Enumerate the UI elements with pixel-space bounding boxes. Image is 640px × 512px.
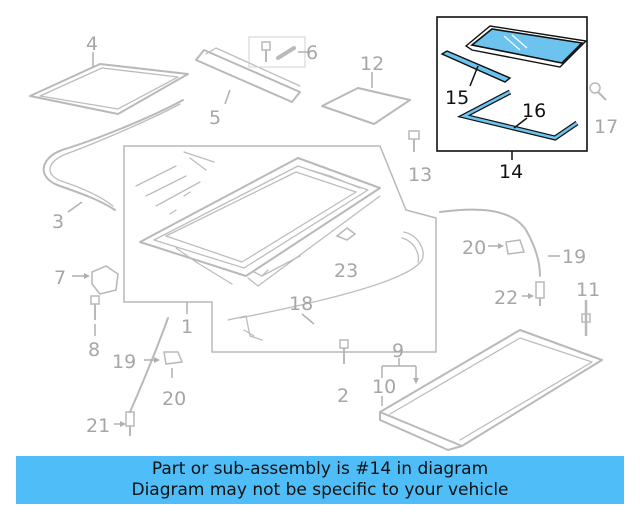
part-8-bolt bbox=[90, 295, 100, 320]
part-13-clip bbox=[408, 130, 420, 152]
part-20-clip-left bbox=[163, 351, 184, 365]
part-3-weatherstrip bbox=[42, 99, 184, 211]
assembly-boundary bbox=[123, 145, 437, 353]
banner-line-2: Diagram may not be specific to your vehi… bbox=[131, 480, 509, 500]
part-17-screw bbox=[589, 82, 607, 101]
callout-2: 2 bbox=[337, 385, 349, 407]
part-1-small-brackets bbox=[135, 151, 215, 215]
callout-3: 3 bbox=[52, 211, 64, 233]
callout-23: 23 bbox=[334, 260, 358, 282]
part-9-sunshade bbox=[379, 329, 603, 451]
part-23-bracket bbox=[335, 227, 357, 241]
part-7-motor bbox=[91, 265, 119, 295]
part-20-clip-right bbox=[505, 239, 526, 255]
callout-15: 15 bbox=[445, 87, 469, 109]
callout-13: 13 bbox=[408, 164, 432, 186]
callout-4: 4 bbox=[86, 33, 98, 55]
callout-22: 22 bbox=[494, 287, 518, 309]
callout-16: 16 bbox=[522, 100, 546, 122]
cable-assembly bbox=[227, 231, 424, 341]
callout-10: 10 bbox=[372, 376, 396, 398]
callout-12: 12 bbox=[360, 53, 384, 75]
part-11-bolt bbox=[581, 300, 591, 336]
callout-19-right: 19 bbox=[562, 246, 586, 268]
glass-panel-highlight bbox=[470, 28, 584, 64]
callout-1: 1 bbox=[181, 316, 193, 338]
part-19-hose-right bbox=[439, 208, 541, 277]
callout-19-left: 19 bbox=[112, 351, 136, 373]
callout-11: 11 bbox=[576, 279, 600, 301]
callout-9: 9 bbox=[392, 340, 404, 362]
part-22-valve bbox=[535, 281, 545, 306]
part-6-fasteners bbox=[248, 36, 306, 68]
info-banner: Part or sub-assembly is #14 in diagram D… bbox=[16, 456, 624, 504]
callout-14: 14 bbox=[499, 161, 523, 183]
callout-5: 5 bbox=[209, 107, 221, 129]
part-2-bolt bbox=[339, 339, 349, 364]
seal-strip-15 bbox=[440, 50, 512, 83]
callout-20-right: 20 bbox=[462, 237, 486, 259]
callout-6: 6 bbox=[306, 42, 318, 64]
part-4-panel bbox=[29, 63, 189, 115]
callout-21: 21 bbox=[86, 415, 110, 437]
banner-line-1: Part or sub-assembly is #14 in diagram bbox=[151, 459, 489, 479]
part-21-valve bbox=[125, 411, 135, 436]
callout-8: 8 bbox=[88, 339, 100, 361]
part-5-rail bbox=[195, 49, 301, 103]
callout-20-left: 20 bbox=[162, 388, 186, 410]
glass-panel-frame bbox=[464, 25, 588, 68]
part-19-hose-left bbox=[129, 317, 169, 413]
callout-17: 17 bbox=[594, 116, 618, 138]
callout-7: 7 bbox=[54, 267, 66, 289]
part-1-frame bbox=[139, 157, 381, 287]
part-12-pad bbox=[321, 87, 411, 125]
callout-18: 18 bbox=[289, 293, 313, 315]
